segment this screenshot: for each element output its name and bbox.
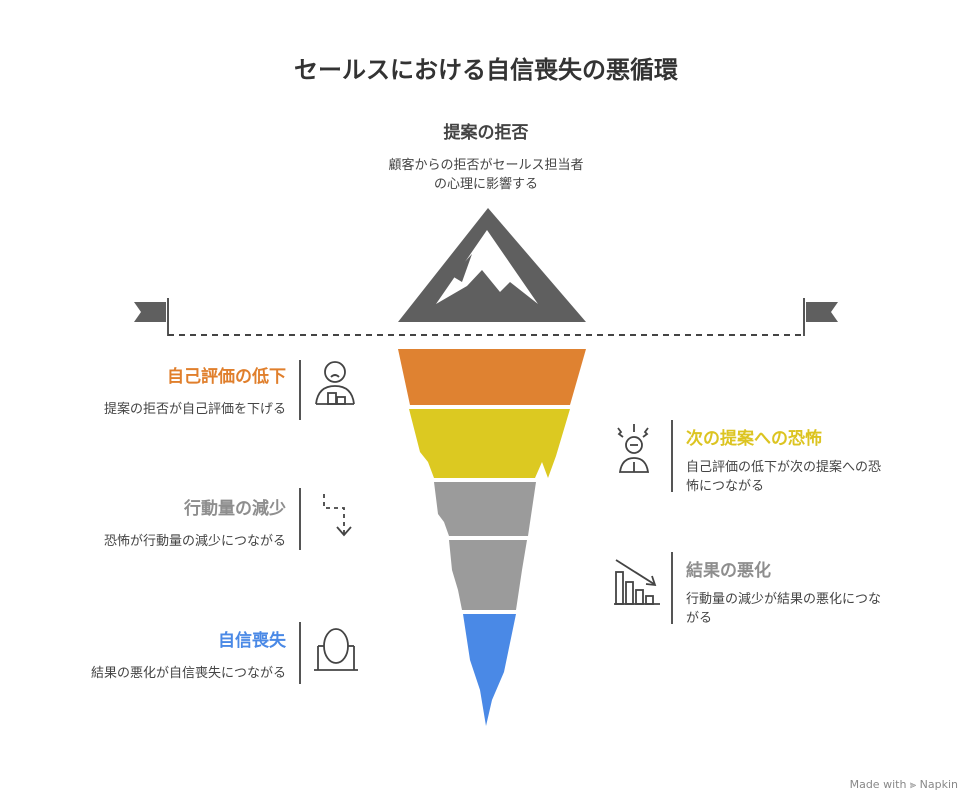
- activity-heading: 行動量の減少: [184, 499, 286, 519]
- fear-heading: 次の提案への恐怖: [686, 429, 822, 449]
- rejection-desc-line-2: の心理に影響する: [433, 177, 538, 192]
- self-esteem-description: 提案の拒否が自己評価を下げる: [103, 402, 286, 417]
- dashed-arrow-down-icon: [323, 494, 352, 537]
- anxious-person-icon: [617, 424, 650, 473]
- fear-desc-line-1: 自己評価の低下が次の提案への恐: [686, 460, 882, 475]
- rejection-desc-line-1: 顧客からの拒否がセールス担当者: [388, 158, 584, 173]
- fear-description: 自己評価の低下が次の提案への恐 怖につながる: [686, 458, 926, 496]
- iceberg-segment-confidence: [463, 614, 516, 726]
- left-flag-icon: [134, 298, 169, 336]
- results-desc-line-1: 行動量の減少が結果の悪化につな: [686, 592, 882, 607]
- confidence-loss-description: 結果の悪化が自信喪失につながる: [90, 666, 286, 681]
- fear-desc-line-2: 怖につながる: [686, 479, 765, 494]
- napkin-logo-icon: ⫸: [909, 778, 917, 791]
- results-heading: 結果の悪化: [686, 561, 771, 581]
- self-esteem-heading: 自己評価の低下: [167, 367, 286, 387]
- rejection-description: 顧客からの拒否がセールス担当者 の心理に影響する: [336, 156, 636, 194]
- activity-description: 恐怖が行動量の減少につながる: [103, 534, 286, 549]
- person-desk-icon: [315, 361, 355, 405]
- declining-bar-chart-icon: [614, 559, 660, 605]
- rejection-heading: 提案の拒否: [443, 123, 529, 143]
- results-desc-line-2: がる: [686, 611, 713, 626]
- napkin-brand: Napkin: [919, 778, 958, 791]
- iceberg-segment-fear: [409, 409, 570, 478]
- made-with-label: Made with: [849, 778, 907, 791]
- iceberg-segment-activity: [434, 482, 536, 536]
- mirror-icon: [314, 628, 358, 671]
- napkin-credit[interactable]: Made with ⫸ Napkin: [850, 778, 958, 792]
- diagram-title: セールスにおける自信喪失の悪循環: [294, 56, 678, 84]
- right-flag-icon: [803, 298, 838, 336]
- results-description: 行動量の減少が結果の悪化につな がる: [686, 590, 926, 628]
- iceberg-segment-self-esteem: [398, 349, 586, 405]
- iceberg-segment-results: [449, 540, 527, 610]
- confidence-loss-heading: 自信喪失: [218, 631, 286, 651]
- mountain-icon: [398, 208, 586, 322]
